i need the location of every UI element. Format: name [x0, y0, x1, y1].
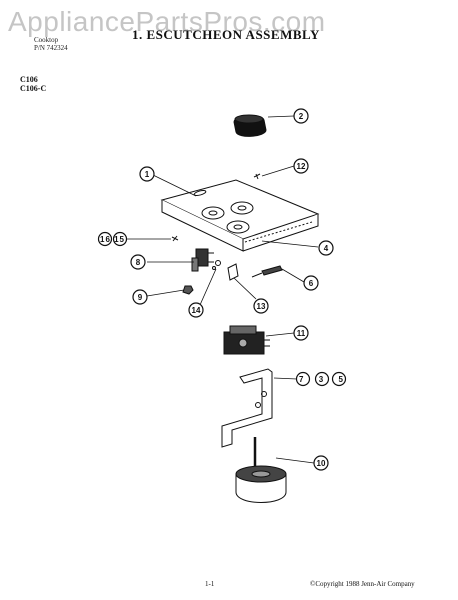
escutcheon-panel: [160, 179, 320, 252]
callout-8: [130, 254, 146, 270]
callout-12: [293, 158, 309, 174]
callout-11: [293, 325, 309, 341]
callout-label-14: 14: [192, 306, 201, 315]
header-product: Cooktop: [34, 36, 59, 44]
model-2: C106-C: [20, 84, 47, 93]
fastener-14: [212, 260, 221, 270]
callout-label-1615: 16 15: [100, 235, 125, 244]
screw-12: [253, 173, 261, 180]
model-list: C106 C106-C: [20, 75, 46, 93]
callout-label-10: 10: [317, 459, 326, 468]
model-1: C106: [20, 75, 38, 84]
callout-label-6: 6: [309, 279, 314, 288]
callout-label-8: 8: [136, 258, 141, 267]
copyright: ©Copyright 1988 Jenn-Air Company: [310, 580, 415, 588]
knob-part: [233, 114, 267, 137]
callout-13: [253, 298, 269, 314]
nut-9: [182, 285, 194, 295]
callout-labels: 1 2 4 6 7 3 5 8 9 10 11 12 13 14 16 15: [100, 112, 344, 468]
callout-2: [293, 108, 309, 124]
callout-label-13: 13: [257, 302, 266, 311]
screw-16-15: [171, 235, 179, 242]
clip-13: [227, 263, 239, 281]
mounting-bracket: [221, 368, 273, 448]
infinite-switch: [223, 325, 270, 355]
leader-lines: [127, 115, 319, 464]
callout-735: [295, 371, 347, 387]
callouts: [97, 108, 347, 471]
callout-10: [313, 455, 329, 471]
callout-6: [303, 275, 319, 291]
callout-label-11: 11: [297, 329, 306, 338]
callout-label-1: 1: [145, 170, 150, 179]
terminal-6: [251, 265, 283, 278]
callout-label-12: 12: [297, 162, 306, 171]
callout-4: [318, 240, 334, 256]
switch-bracket: [191, 248, 214, 272]
callout-9: [132, 289, 148, 305]
watermark: AppliancePartsPros.com: [8, 6, 326, 37]
callout-label-9: 9: [138, 293, 143, 302]
timer-motor: [235, 437, 287, 503]
callout-label-4: 4: [324, 244, 329, 253]
callout-1: [139, 166, 155, 182]
page-title: 1. ESCUTCHEON ASSEMBLY: [132, 27, 320, 42]
header-part-number: P/N 742324: [34, 44, 68, 52]
callout-1615: [97, 231, 128, 247]
callout-label-2: 2: [299, 112, 304, 121]
page-number: 1-1: [205, 580, 215, 588]
callout-label-735: 7 3 5: [299, 375, 344, 384]
callout-14: [188, 302, 204, 318]
